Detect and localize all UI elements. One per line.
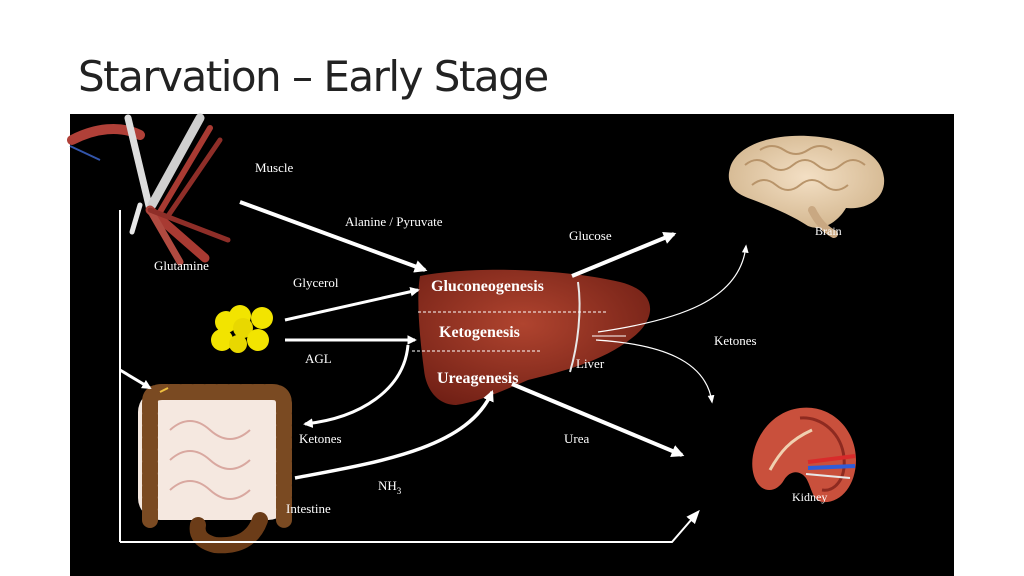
- slide-title: Starvation – Early Stage: [78, 52, 549, 101]
- arrow-ketones-to-intestine: [303, 344, 410, 428]
- label-alanine-pyruvate: Alanine / Pyruvate: [345, 214, 443, 229]
- label-brain: Brain: [815, 224, 842, 238]
- label-muscle: Muscle: [255, 160, 294, 175]
- arrow-glucose-to-brain: [571, 231, 677, 278]
- label-ketones-right: Ketones: [714, 333, 757, 348]
- label-urea: Urea: [564, 431, 589, 446]
- label-nh3: NH3: [378, 478, 402, 496]
- arrow-ketones-to-kidney: [595, 339, 715, 404]
- arrow-nh3-to-liver: [294, 389, 494, 480]
- kidney-illustration: [752, 407, 856, 503]
- label-ketogenesis: Ketogenesis: [439, 324, 520, 341]
- label-ketones-left: Ketones: [299, 431, 342, 446]
- fat-cells-illustration: [211, 305, 273, 353]
- label-glycerol: Glycerol: [293, 275, 339, 290]
- label-liver: Liver: [576, 356, 605, 371]
- label-glutamine: Glutamine: [154, 258, 209, 273]
- label-nh3-subscript: 3: [397, 486, 402, 496]
- brain-illustration: [728, 135, 885, 238]
- label-glucose: Glucose: [569, 228, 612, 243]
- label-ureagenesis: Ureagenesis: [437, 370, 518, 387]
- arrow-glutamine-to-intestine: [119, 368, 152, 390]
- arrow-urea-to-kidney: [511, 382, 685, 457]
- muscle-illustration: [67, 113, 231, 266]
- label-intestine: Intestine: [286, 501, 331, 516]
- label-agl: AGL: [305, 351, 332, 366]
- arrow-glycerol-to-liver: [284, 287, 420, 322]
- arrow-muscle-to-liver: [239, 200, 428, 273]
- liver-illustration: [418, 269, 651, 405]
- label-nh3-base: NH: [378, 478, 397, 493]
- label-kidney: Kidney: [792, 490, 827, 504]
- arrow-ketones-to-brain: [597, 244, 749, 333]
- frame-bottom-line: [120, 509, 700, 543]
- label-gluconeogenesis: Gluconeogenesis: [431, 278, 544, 295]
- intestine-illustration: [138, 384, 292, 554]
